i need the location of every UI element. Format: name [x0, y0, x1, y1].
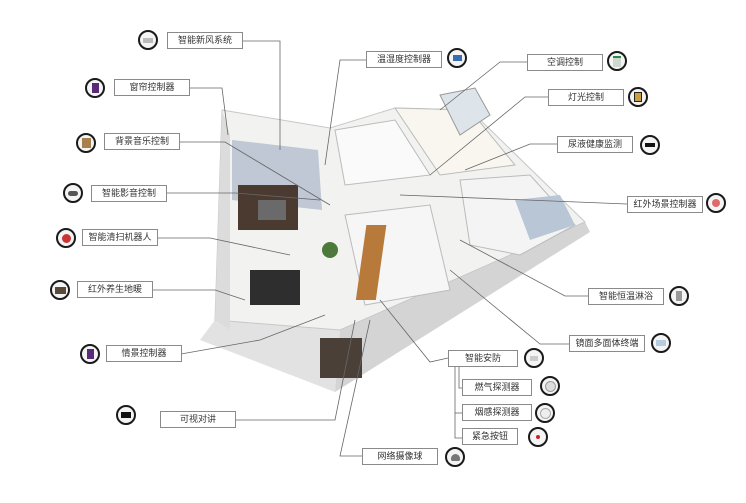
ir-controller-icon	[706, 193, 726, 213]
label-camera: 网络摄像球	[362, 448, 438, 465]
thermostat-icon	[447, 48, 467, 68]
fresh-air-icon	[138, 30, 158, 50]
intercom-icon	[116, 405, 136, 425]
smoke-detector-icon	[535, 403, 555, 423]
dining-table	[250, 270, 300, 305]
robot-vacuum-icon	[56, 228, 76, 248]
label-fresh-air: 智能新风系统	[167, 32, 243, 49]
label-curtain: 窗帘控制器	[114, 79, 190, 96]
label-mirror: 镜面多面体终端	[569, 335, 645, 352]
bathroom	[459, 174, 576, 256]
scene-controller-icon	[80, 344, 100, 364]
label-humidity: 温湿度控制器	[366, 51, 442, 68]
label-urine: 尿液健康监测	[557, 136, 633, 153]
label-panic: 紧急按钮	[462, 428, 518, 445]
bath-window	[515, 195, 575, 240]
label-av: 智能影音控制	[91, 185, 167, 202]
dome-camera-icon	[445, 447, 465, 467]
label-ir-scene: 红外场景控制器	[627, 196, 703, 213]
kitchen-cabinet	[355, 225, 387, 300]
label-scene: 情景控制器	[106, 345, 182, 362]
mirror-terminal-icon	[651, 333, 671, 353]
speaker-icon	[76, 133, 96, 153]
label-intercom: 可视对讲	[160, 411, 236, 428]
leader-lines	[152, 40, 628, 457]
projector-icon	[63, 183, 83, 203]
entry-door	[320, 338, 362, 378]
light-switch-icon	[628, 87, 648, 107]
plant	[322, 242, 338, 258]
label-security: 智能安防	[448, 350, 518, 367]
health-monitor-icon	[640, 135, 660, 155]
label-robot: 智能清扫机器人	[82, 229, 158, 246]
floor-heating-icon	[50, 280, 70, 300]
panic-button-icon	[528, 427, 548, 447]
label-ac: 空调控制	[527, 54, 603, 71]
front-wall-right	[335, 222, 590, 392]
left-wall	[215, 110, 230, 330]
rug	[258, 200, 286, 220]
label-music: 背景音乐控制	[104, 133, 180, 150]
front-wall-left	[200, 320, 340, 392]
gas-detector-icon	[540, 376, 560, 396]
label-light: 灯光控制	[548, 89, 624, 106]
shower-icon	[669, 286, 689, 306]
label-gas: 燃气探测器	[462, 379, 532, 396]
bedroom-2	[394, 107, 516, 176]
label-floor-heat: 红外养生地暖	[77, 281, 153, 298]
ac-panel-icon	[607, 51, 627, 71]
security-icon	[524, 348, 544, 368]
label-shower: 智能恒温淋浴	[588, 288, 664, 305]
curtain-controller-icon	[85, 78, 105, 98]
label-smoke: 烟感探测器	[462, 404, 532, 421]
